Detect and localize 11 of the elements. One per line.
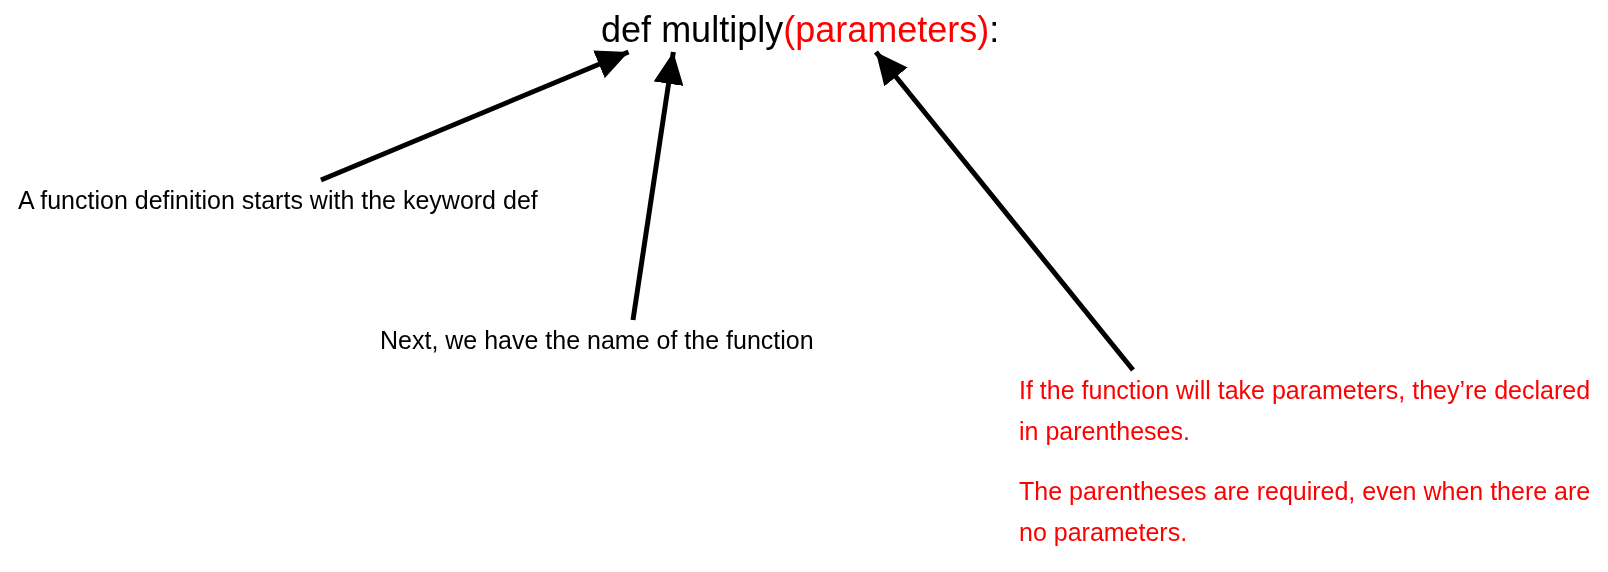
annotation-text: Next, we have the name of the function	[380, 325, 815, 356]
annotation-text: The parentheses are required, even when there are no parameters.	[1019, 476, 1592, 548]
annotation-text: A function definition starts with the keyword def	[18, 185, 539, 216]
code-punctuation: :	[989, 8, 1000, 52]
annotation-text: If the function will take parameters, they’re declared in parentheses.	[1019, 375, 1592, 447]
code-token: def	[601, 8, 652, 52]
leader-arrow	[873, 50, 1135, 372]
code-token: multiply	[661, 8, 784, 52]
leader-arrow	[630, 51, 684, 321]
code-token: (parameters)	[783, 8, 990, 52]
leader-arrow	[320, 49, 630, 183]
